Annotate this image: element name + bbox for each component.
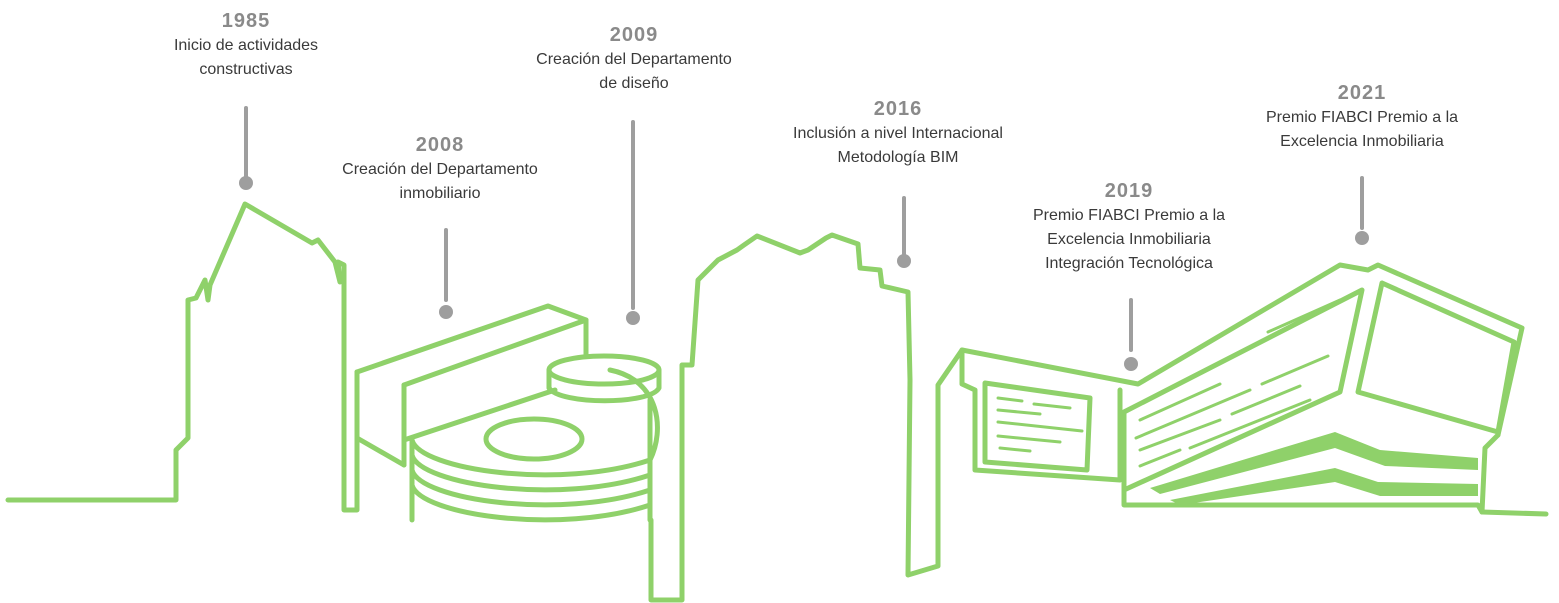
tower-2009-right-curve: [607, 367, 660, 463]
milestone-description: Creación del Departamento inmobiliario: [342, 161, 538, 202]
milestone-year: 2008: [415, 134, 465, 156]
pin-dot-2008: [439, 305, 453, 319]
milestone-2009: 2009 Creación del Departamento de diseño: [536, 22, 732, 96]
milestone-1985: 1985 Inicio de actividades constructivas: [174, 8, 318, 82]
milestone-2019: 2019 Premio FIABCI Premio a la Excelenci…: [1033, 178, 1225, 276]
tower-2009-cap-side: [546, 367, 662, 404]
pin-line-2021: [1360, 176, 1364, 230]
milestone-description: Inclusión a nivel Internacional Metodolo…: [793, 125, 1003, 166]
building-2021-stripes: [1134, 298, 1342, 468]
milestone-year: 2019: [1104, 180, 1154, 202]
tower-2016: [648, 232, 1525, 603]
tower-2009-cap-top: [546, 353, 662, 387]
building-2021-base: [1121, 432, 1501, 515]
milestone-description: Premio FIABCI Premio a la Excelencia Inm…: [1032, 207, 1226, 272]
tower-2009-base-1: [409, 437, 653, 478]
milestone-year: 2016: [873, 98, 923, 120]
milestone-2008: 2008 Creación del Departamento inmobilia…: [342, 132, 538, 206]
pin-dot-1985: [239, 176, 253, 190]
milestone-year: 2009: [609, 24, 659, 46]
pin-line-2019: [1129, 298, 1133, 352]
pin-line-2009: [631, 120, 635, 310]
building-2021-panel: [1121, 287, 1365, 493]
milestone-2021: 2021 Premio FIABCI Premio a la Excelenci…: [1266, 80, 1458, 154]
tower-2009-base-4: [409, 482, 653, 523]
pin-line-1985: [244, 106, 248, 180]
building-2019-box: [982, 380, 1093, 473]
pin-dot-2019: [1124, 357, 1138, 371]
milestone-description: Inicio de actividades constructivas: [173, 37, 319, 78]
building-2008-roof-line: [401, 387, 558, 443]
pin-line-2016: [902, 196, 906, 256]
milestone-2016: 2016 Inclusión a nivel Internacional Met…: [793, 96, 1003, 170]
building-2021-ribbons: [1150, 432, 1478, 505]
building-2008-top: [401, 317, 589, 388]
building-2019-outer: [959, 347, 1123, 483]
milestone-year: 1985: [221, 10, 271, 32]
building-2008-slab: [354, 303, 589, 375]
tower-2009-inner-ring: [483, 416, 585, 462]
building-2019-stripes: [996, 396, 1084, 453]
pin-dot-2016: [897, 254, 911, 268]
skyline-tower-1: [5, 201, 360, 513]
milestone-description: Creación del Departamento de diseño: [536, 51, 732, 92]
milestone-year: 2021: [1337, 82, 1387, 104]
tower-2009-base-3: [409, 467, 653, 508]
building-2008-front: [354, 369, 407, 468]
pin-dot-2021: [1355, 231, 1369, 245]
milestone-description: Premio FIABCI Premio a la Excelencia Inm…: [1265, 109, 1459, 150]
ground-right: [1479, 509, 1549, 517]
building-2021-window: [1355, 280, 1517, 435]
pin-dot-2009: [626, 311, 640, 325]
tower-2009-base-2: [409, 452, 653, 493]
pin-line-2008: [444, 228, 448, 302]
